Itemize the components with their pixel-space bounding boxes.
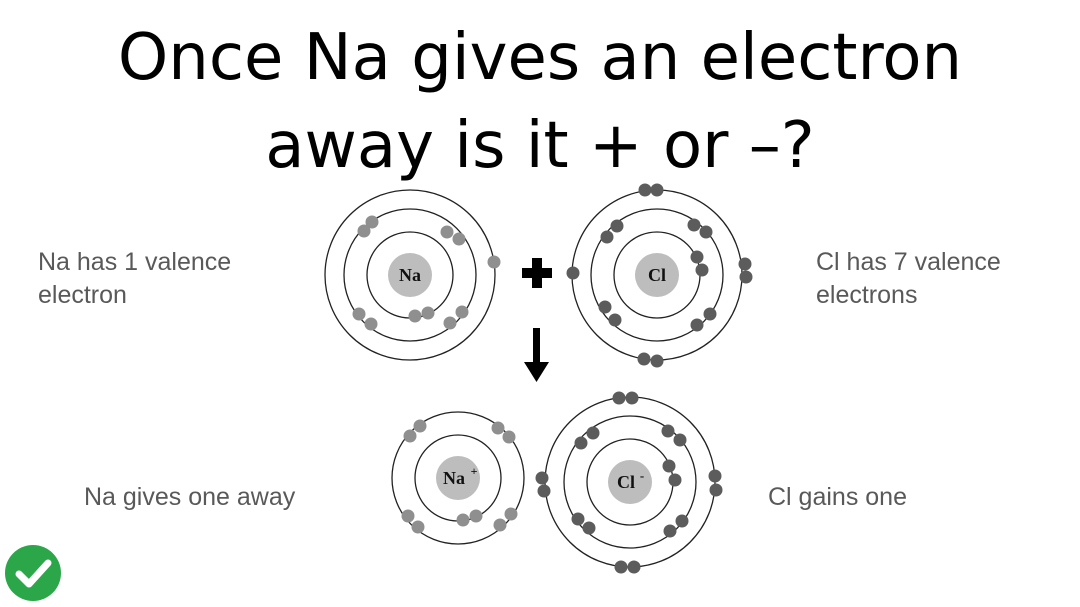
na-ion-electrons xyxy=(401,419,518,534)
electron xyxy=(574,436,588,450)
electron xyxy=(690,318,704,332)
na-symbol: Na xyxy=(399,265,421,285)
electron xyxy=(493,518,507,532)
electron xyxy=(708,469,722,483)
cl-valence-line-1: Cl has 7 valence xyxy=(816,248,1001,276)
electron xyxy=(421,306,435,320)
electron xyxy=(612,391,626,405)
electron xyxy=(586,426,600,440)
electron xyxy=(357,224,371,238)
na-ion-nucleus xyxy=(436,456,480,500)
na-gives-note: Na gives one away xyxy=(84,483,296,511)
electron xyxy=(411,520,425,534)
electron xyxy=(598,300,612,314)
electron xyxy=(491,421,505,435)
cl-ion: Cl - xyxy=(535,391,723,574)
electron xyxy=(440,225,454,239)
na-valence-line-1: Na has 1 valence xyxy=(38,248,232,276)
electron xyxy=(537,484,551,498)
arrow-head xyxy=(524,362,549,382)
title-line-1: Once Na gives an electron xyxy=(117,21,963,95)
electron xyxy=(364,317,378,331)
electron xyxy=(739,270,753,284)
cl-ion-electrons xyxy=(535,391,723,574)
cl-shell-2 xyxy=(590,208,724,342)
electron xyxy=(456,513,470,527)
na-ion: Na + xyxy=(391,411,525,545)
na-ion-symbol: Na xyxy=(443,468,465,488)
check-icon xyxy=(5,545,61,601)
electron xyxy=(699,225,713,239)
electron xyxy=(365,215,379,229)
electron xyxy=(535,471,549,485)
plus-sign xyxy=(522,258,552,288)
electron xyxy=(582,521,596,535)
electron xyxy=(469,509,483,523)
electron xyxy=(452,232,466,246)
electron xyxy=(637,352,651,366)
cl-valence-note: Cl has 7 valence electrons xyxy=(816,246,1001,312)
na-shell-2 xyxy=(343,208,477,342)
electron xyxy=(650,183,664,197)
na-valence-line-2: electron xyxy=(38,281,127,309)
na-ion-charge: + xyxy=(471,464,478,478)
cl-valence-line-2: electrons xyxy=(816,281,918,309)
electron xyxy=(408,309,422,323)
electron xyxy=(690,250,704,264)
electron xyxy=(571,512,585,526)
electron xyxy=(608,313,622,327)
electron xyxy=(502,430,516,444)
electron xyxy=(650,354,664,368)
electron xyxy=(673,433,687,447)
electron xyxy=(614,560,628,574)
electron xyxy=(600,230,614,244)
plus-horizontal xyxy=(522,268,552,278)
cl-ion-symbol: Cl xyxy=(617,472,635,492)
title-line-2: away is it + or –? xyxy=(265,109,815,183)
electron xyxy=(687,218,701,232)
na-nucleus xyxy=(388,253,432,297)
electron xyxy=(401,509,415,523)
down-arrow-icon xyxy=(524,328,549,382)
na-shell-3 xyxy=(324,189,496,361)
electron xyxy=(627,560,641,574)
electron xyxy=(695,263,709,277)
cl-nucleus xyxy=(635,253,679,297)
cl-electrons xyxy=(566,183,753,368)
electron xyxy=(443,316,457,330)
electron xyxy=(709,483,723,497)
electron xyxy=(455,305,469,319)
electron xyxy=(487,255,501,269)
electron xyxy=(668,473,682,487)
electron xyxy=(663,524,677,538)
na-atom: Na xyxy=(324,189,501,361)
electron xyxy=(662,459,676,473)
electron xyxy=(352,307,366,321)
arrow-shaft xyxy=(533,328,540,364)
na-ion-shell-2 xyxy=(391,411,525,545)
na-electrons xyxy=(352,215,501,331)
electron xyxy=(738,257,752,271)
electron xyxy=(703,307,717,321)
cl-atom: Cl xyxy=(566,183,753,368)
na-valence-note: Na has 1 valence electron xyxy=(38,246,231,312)
electron xyxy=(403,429,417,443)
electron xyxy=(625,391,639,405)
slide-title: Once Na gives an electron away is it + o… xyxy=(0,14,1080,190)
electron xyxy=(661,424,675,438)
cl-ion-shell-2 xyxy=(563,415,697,549)
electron xyxy=(566,266,580,280)
electron xyxy=(413,419,427,433)
check-circle xyxy=(5,545,61,601)
electron xyxy=(638,183,652,197)
cl-symbol: Cl xyxy=(648,265,666,285)
check-mark xyxy=(15,559,52,588)
electron xyxy=(675,514,689,528)
cl-gains-note: Cl gains one xyxy=(768,483,907,511)
cl-ion-charge: - xyxy=(640,468,644,483)
electron xyxy=(610,219,624,233)
cl-ion-nucleus xyxy=(608,460,652,504)
electron xyxy=(504,507,518,521)
